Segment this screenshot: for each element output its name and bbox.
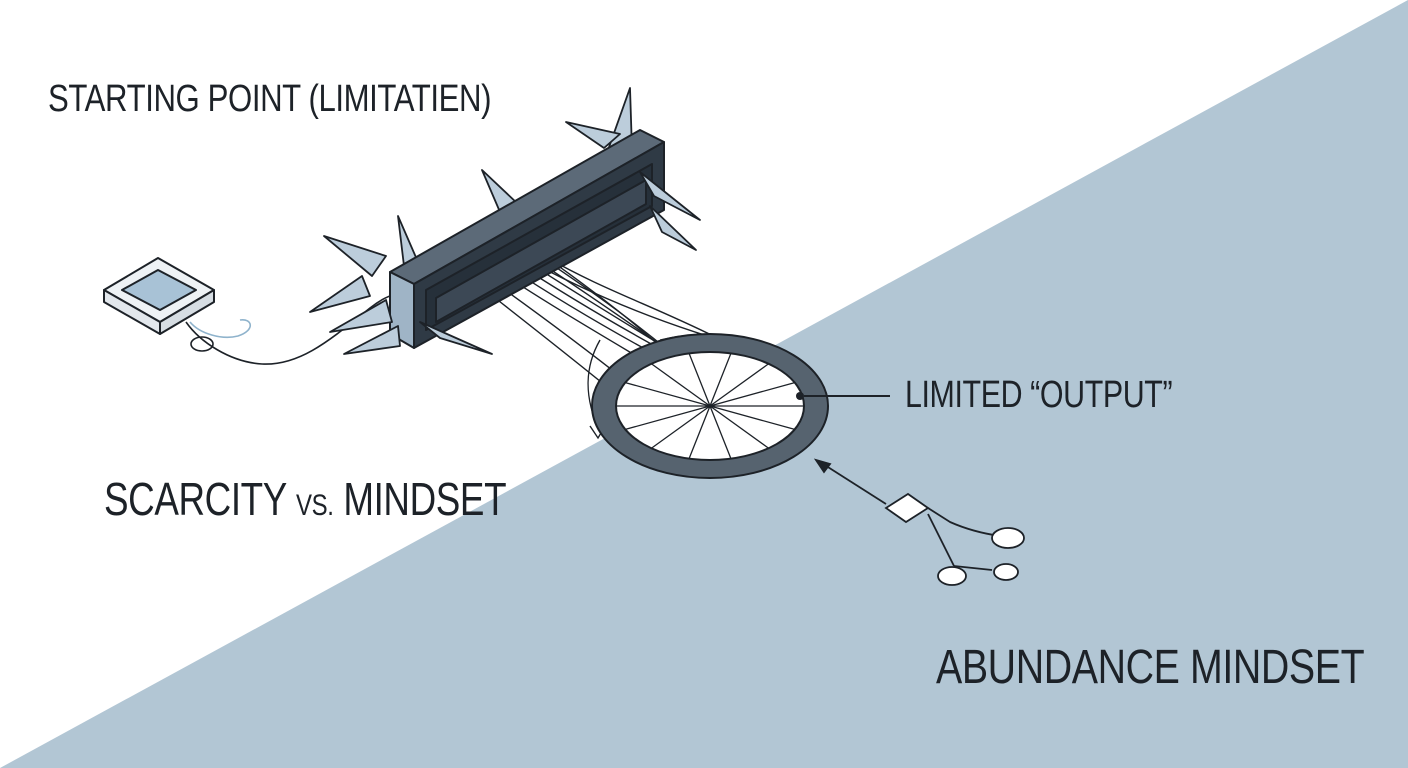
ring-spoke (709, 405, 795, 431)
ring-spoke (709, 405, 769, 449)
ring-spoke (688, 353, 711, 407)
output-ring-icon (591, 333, 890, 479)
ring-spoke (709, 381, 795, 407)
input-device-icon (103, 257, 215, 335)
scarcity-vs-mindset-label: SCARCITY VS. MINDSET (104, 472, 507, 526)
ring-spoke (709, 405, 732, 459)
spiked-barrier-icon (389, 129, 665, 349)
branch-network-icon (813, 458, 1025, 586)
ring-spoke (651, 363, 711, 407)
barrier-spikes-front (309, 171, 701, 355)
scarcity-word: SCARCITY (104, 473, 287, 525)
vs-word: VS. (296, 489, 334, 522)
mindset-word: MINDSET (343, 473, 507, 525)
ring-spoke (625, 405, 711, 431)
input-cable (185, 293, 397, 365)
limited-output-label: LIMITED “OUTPUT” (905, 374, 1173, 416)
ring-spoke (709, 363, 769, 407)
ring-spoke (709, 353, 732, 407)
ring-spoke (625, 381, 711, 407)
starting-point-label: STARTING POINT (LIMITATIEN) (48, 78, 492, 120)
ring-spoke (651, 405, 711, 449)
ring-spoke (688, 405, 711, 459)
ring-spokes (616, 353, 804, 459)
abundance-mindset-label: ABUNDANCE MINDSET (936, 641, 1365, 694)
